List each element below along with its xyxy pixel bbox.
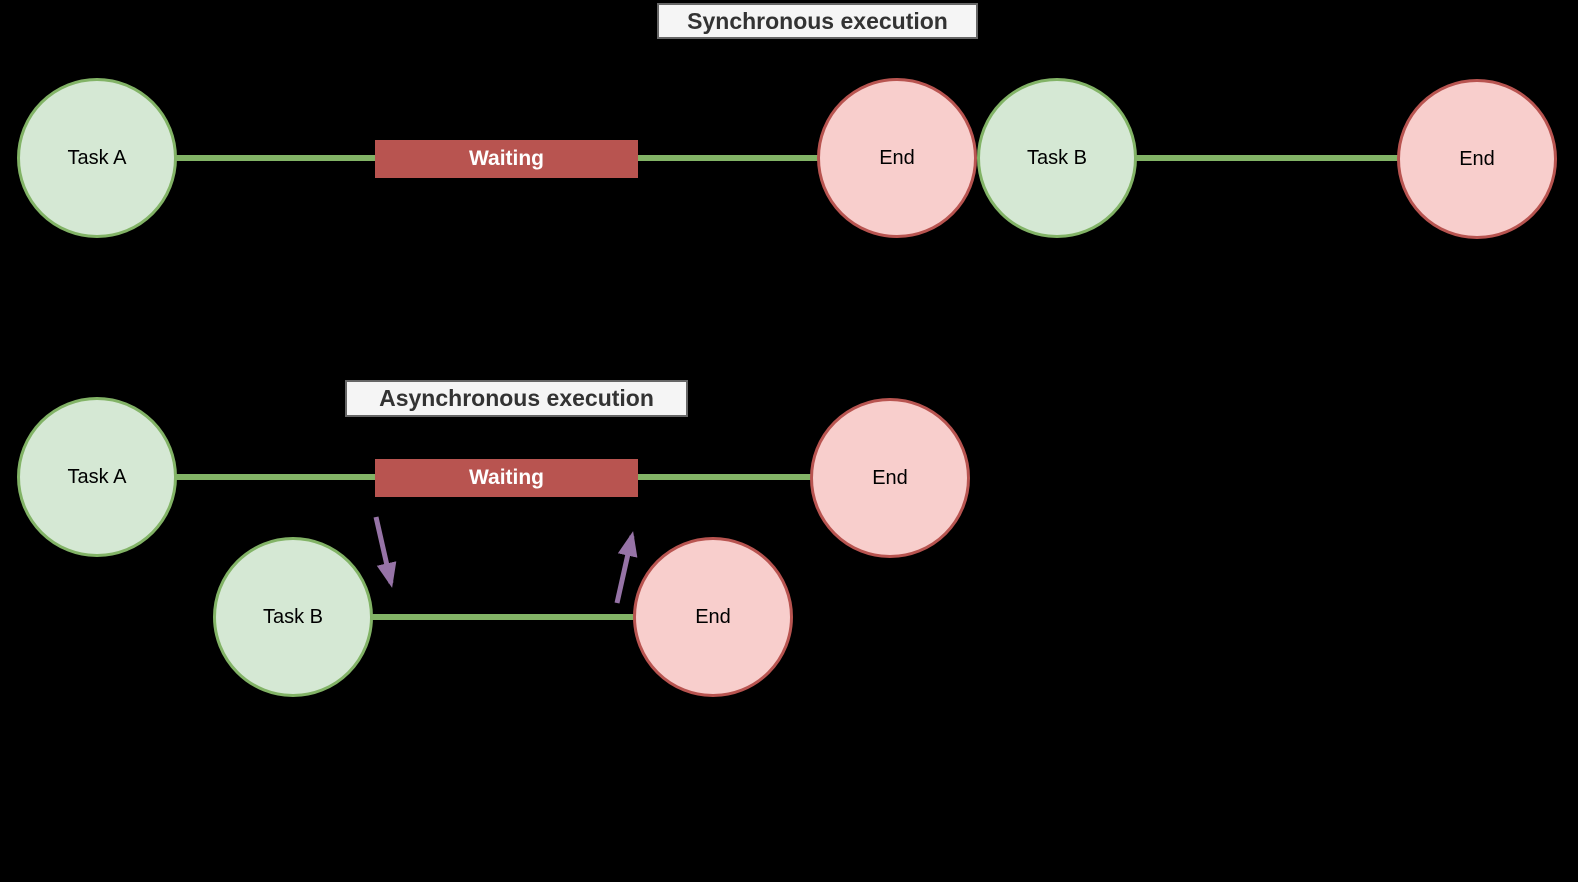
async-line-taskb-to-end [293, 614, 713, 620]
async-end-b-node: End [633, 537, 793, 697]
async-end-a-label: End [872, 466, 908, 489]
async-task-a-label: Task A [67, 465, 127, 488]
async-waiting-box: Waiting [375, 459, 638, 497]
sync-end-b-node: End [1397, 79, 1557, 239]
sync-waiting-box: Waiting [375, 140, 638, 178]
task-b-return-arrow-icon [614, 531, 638, 604]
sync-end-a-node: End [817, 78, 977, 238]
sync-line-taskb-to-end [1057, 155, 1477, 161]
sync-task-b-label: Task B [1026, 146, 1088, 169]
start-task-b-arrow-icon [373, 516, 397, 588]
async-task-b-node: Task B [213, 537, 373, 697]
sync-end-a-label: End [879, 146, 915, 169]
async-end-a-node: End [810, 398, 970, 558]
async-waiting-label: Waiting [468, 466, 545, 489]
sync-waiting-label: Waiting [468, 147, 545, 170]
sync-task-a-node: Task A [17, 78, 177, 238]
sync-task-a-label: Task A [67, 146, 127, 169]
async-task-b-label: Task B [262, 605, 324, 628]
sync-end-b-label: End [1459, 147, 1495, 170]
async-section-title: Asynchronous execution [345, 380, 688, 417]
async-end-b-label: End [695, 605, 731, 628]
sync-task-b-node: Task B [977, 78, 1137, 238]
async-task-a-node: Task A [17, 397, 177, 557]
sync-section-title: Synchronous execution [657, 3, 978, 39]
